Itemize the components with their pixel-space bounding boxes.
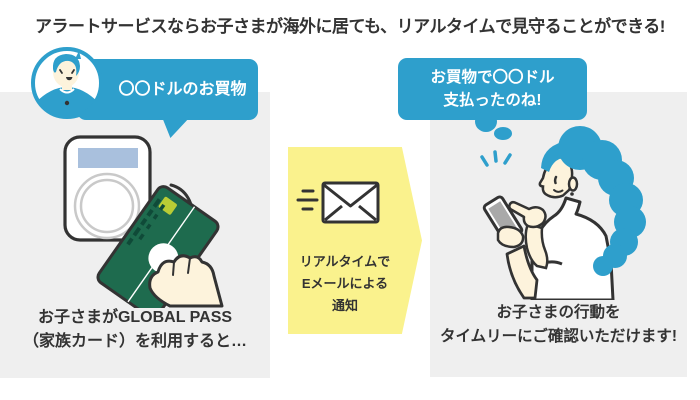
parent-holding-hand bbox=[496, 225, 525, 249]
parent-pointing-arm bbox=[524, 222, 549, 270]
contactless-pad bbox=[73, 172, 141, 240]
parent-eye bbox=[553, 175, 558, 185]
right-caption-line2: タイムリーにご確認いただけます! bbox=[439, 328, 678, 345]
right-caption: お子さまの行動を タイムリーにご確認いただけます! bbox=[430, 301, 687, 349]
thought-dot-large bbox=[475, 111, 497, 132]
thought-dot-small bbox=[494, 127, 512, 140]
envelope-icon bbox=[296, 181, 380, 224]
parent-forearm bbox=[505, 244, 539, 300]
left-caption-line1: お子さまがGLOBAL PASS bbox=[37, 309, 233, 326]
speech-bubble-purchase: 〇〇ドルのお買物 bbox=[77, 59, 258, 120]
notification-sparks-icon bbox=[480, 150, 512, 167]
parent-earring bbox=[570, 192, 574, 196]
child-mouth bbox=[66, 77, 73, 81]
payment-terminal-illustration bbox=[63, 135, 224, 308]
page-title: アラートサービスならお子さまが海外に居ても、リアルタイムで見守ることができる! bbox=[35, 17, 665, 36]
flow-arrow-text: リアルタイムで Eメールによる 通知 bbox=[288, 251, 402, 317]
thought-bubble-line2: 支払ったのね! bbox=[443, 92, 542, 109]
flow-arrow bbox=[288, 147, 422, 334]
card-chip bbox=[158, 196, 177, 215]
flow-text-line1: リアルタイムで bbox=[299, 254, 391, 269]
parent-ear bbox=[567, 176, 579, 192]
speech-bubble-text: 〇〇ドルのお買物 bbox=[118, 81, 247, 98]
parent-pointing-hand bbox=[508, 200, 547, 229]
parent-mouth bbox=[553, 189, 564, 193]
thought-bubble-line1: お買物で〇〇ドル bbox=[430, 69, 555, 86]
child-hair bbox=[52, 54, 80, 76]
thought-bubble-payment: お買物で〇〇ドル 支払ったのね! bbox=[398, 58, 587, 120]
flow-text-line2: Eメールによる bbox=[301, 276, 389, 291]
terminal-screen bbox=[78, 148, 138, 168]
right-caption-line1: お子さまの行動を bbox=[496, 304, 621, 321]
parent-hair bbox=[541, 126, 646, 276]
left-caption-line2: （家族カード）を利用すると… bbox=[22, 333, 247, 350]
parent-shirt bbox=[530, 196, 615, 300]
child-avatar bbox=[31, 47, 103, 119]
parent-with-phone bbox=[480, 126, 646, 300]
payment-terminal-icon bbox=[63, 135, 152, 242]
left-caption: お子さまがGLOBAL PASS （家族カード）を利用すると… bbox=[0, 306, 270, 354]
flow-text-line3: 通知 bbox=[331, 298, 358, 313]
